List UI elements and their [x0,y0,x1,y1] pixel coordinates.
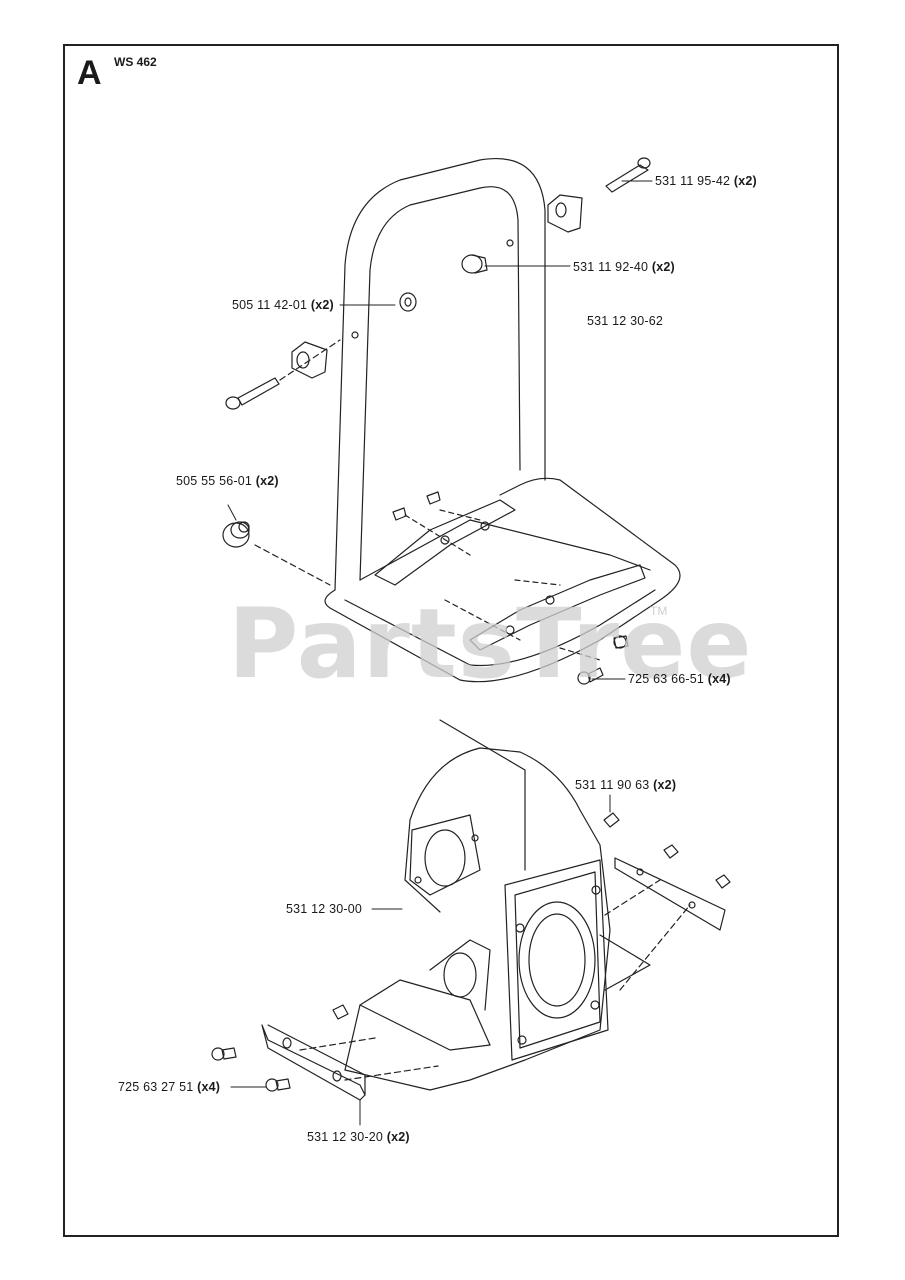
cap-nut [461,254,488,274]
callout-505-55-56-01[interactable]: 505 55 56-01 (x2) [176,474,279,488]
nut-left [399,292,417,312]
part-number: 505 55 56-01 [176,474,253,488]
part-number: 531 11 90 63 [575,778,650,792]
callout-531-12-30-20[interactable]: 531 12 30-20 (x2) [307,1130,410,1144]
bolt-top-right [605,157,651,193]
part-number: 505 11 42-01 [232,298,308,312]
part-quantity: (x4) [197,1080,221,1094]
screw-531-11-90-63 [603,812,620,828]
gear-housing [299,719,691,1091]
callout-531-11-95-42[interactable]: 531 11 95-42 (x2) [655,174,757,188]
section-letter: A [77,54,102,92]
part-number: 531 11 95-42 [655,174,731,188]
part-quantity: (x2) [386,1130,410,1144]
part-number: 725 63 66-51 [628,672,705,686]
callout-505-11-42-01[interactable]: 505 11 42-01 (x2) [232,298,334,312]
screws-725-63-27-51 [211,1004,349,1092]
spacer-top-right [547,194,583,233]
callout-725-63-27-51[interactable]: 725 63 27 51 (x4) [118,1080,220,1094]
handle-frame [254,158,681,683]
watermark-tm: TM [650,604,668,618]
handle-screws [392,491,441,521]
callout-725-63-66-51[interactable]: 725 63 66-51 (x4) [628,672,731,686]
callout-531-12-30-62[interactable]: 531 12 30-62 [587,314,663,328]
part-quantity: (x2) [653,778,677,792]
diagram-frame [63,44,839,1237]
callout-531-12-30-00[interactable]: 531 12 30-00 [286,902,362,916]
part-quantity: (x2) [733,174,757,188]
part-number: 531 12 30-00 [286,902,363,916]
scraper-bar-right [614,844,731,931]
part-quantity: (x2) [651,260,675,274]
model-label: WS 462 [114,55,157,69]
grommet [222,521,250,548]
bolt-left [225,377,280,410]
leader-lines [227,180,653,1126]
callout-531-11-92-40[interactable]: 531 11 92-40 (x2) [573,260,675,274]
part-quantity: (x2) [255,474,279,488]
part-number: 531 11 92-40 [573,260,649,274]
part-number: 531 12 30-20 [307,1130,384,1144]
screws-725-63-66-51 [577,635,629,685]
part-quantity: (x2) [310,298,334,312]
scraper-bar-left [261,1024,366,1101]
part-number: 725 63 27 51 [118,1080,194,1094]
part-quantity: (x4) [707,672,731,686]
part-number: 531 12 30-62 [587,314,664,328]
callout-531-11-90-63[interactable]: 531 11 90 63 (x2) [575,778,676,792]
watermark: PartsTree [228,588,753,700]
